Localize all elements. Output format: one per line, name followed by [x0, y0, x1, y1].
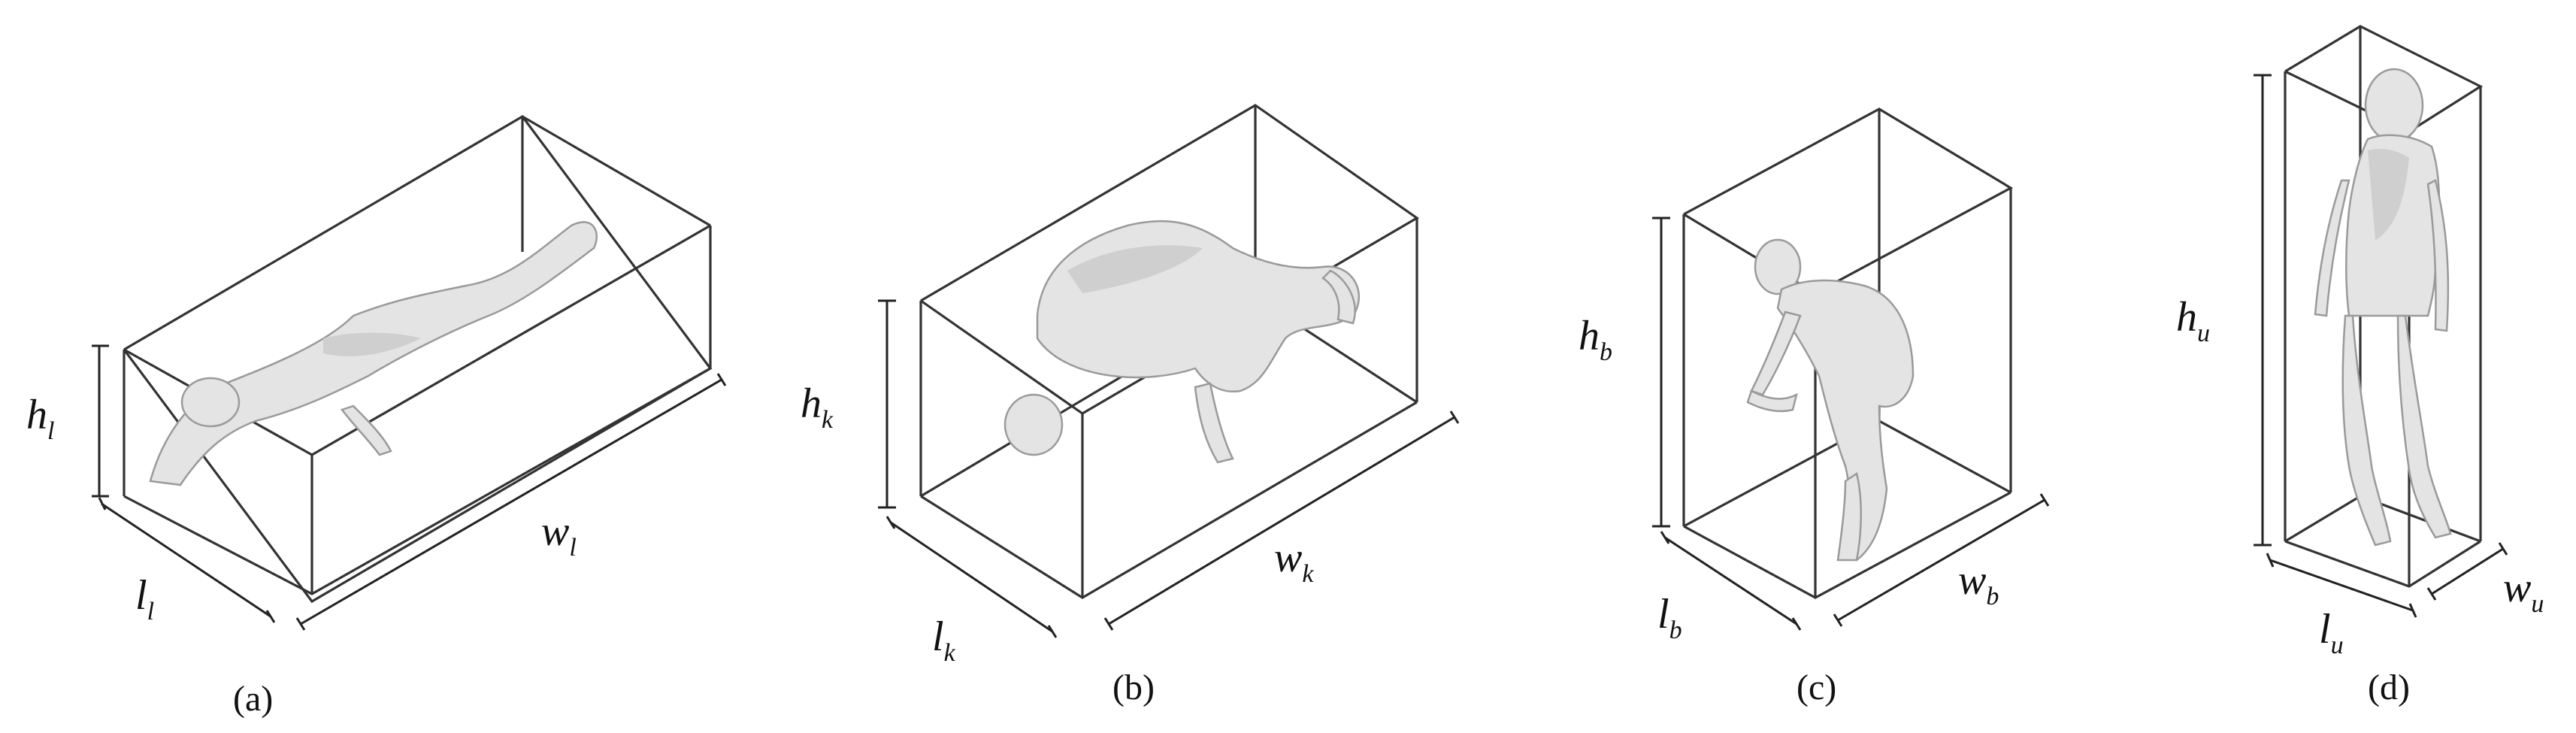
panel-c: hb lb wb (c)	[1579, 108, 2050, 707]
height-label-c: hb	[1579, 313, 1612, 366]
caption-b: (b)	[1112, 668, 1155, 707]
width-label-b: wk	[1274, 535, 1314, 588]
figure-standing-d	[2314, 68, 2452, 547]
bounding-box-a	[123, 114, 713, 604]
caption-d: (d)	[2368, 668, 2410, 707]
height-label-d: hu	[2176, 294, 2210, 347]
dimension-length-c	[1660, 531, 1802, 631]
panel-a: hl ll wl (a)	[26, 114, 727, 719]
height-label-a: hl	[26, 392, 54, 445]
dimension-height-a	[92, 344, 109, 498]
dimension-length-b	[885, 516, 1058, 638]
height-label-b: hk	[801, 380, 834, 434]
figure-lying-a	[149, 221, 598, 486]
figure-bending-c	[1746, 238, 1915, 562]
length-label-c: lb	[1657, 591, 1682, 644]
dimension-length-a	[98, 497, 276, 623]
dimension-width-a	[295, 373, 727, 631]
dimension-height-b	[878, 299, 896, 509]
length-label-b: lk	[932, 613, 956, 667]
dimension-length-d	[2266, 553, 2417, 618]
caption-a: (a)	[233, 679, 273, 719]
dimension-width-d	[2426, 542, 2508, 601]
dimension-width-c	[1833, 493, 2050, 627]
panel-b: hk lk wk (b)	[801, 104, 1460, 707]
figure-kneeling-b	[1003, 220, 1361, 464]
dimension-height-c	[1652, 217, 1670, 528]
caption-c: (c)	[1797, 668, 1836, 707]
panel-d: hu lu wu (d)	[2176, 25, 2544, 707]
width-label-c: wb	[1958, 557, 1999, 610]
dimension-height-d	[2254, 74, 2272, 547]
width-label-d: wu	[2503, 565, 2544, 618]
length-label-d: lu	[2319, 606, 2344, 659]
length-label-a: ll	[135, 572, 154, 625]
dimension-width-b	[1103, 410, 1460, 631]
width-label-a: wl	[541, 508, 577, 562]
